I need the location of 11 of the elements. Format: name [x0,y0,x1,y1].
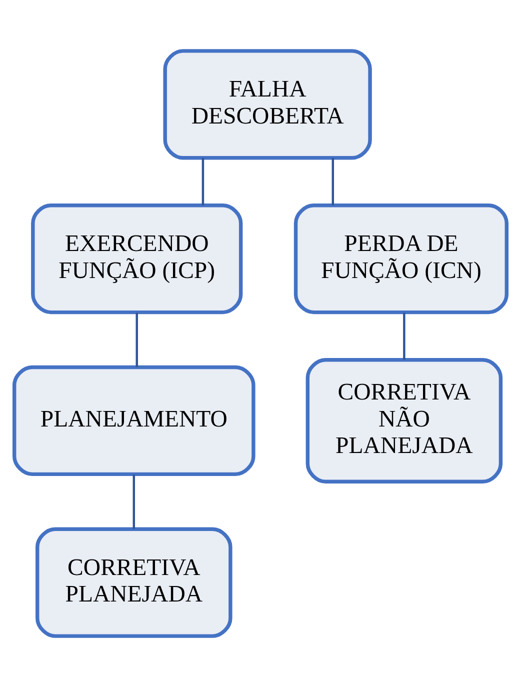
node-box: EXERCENDO FUNÇÃO (ICP) [31,204,243,314]
node-box: CORRETIVA NÃO PLANEJADA [306,358,503,484]
node-box: PERDA DE FUNÇÃO (ICN) [294,204,508,314]
connector [132,474,136,529]
node-box: CORRETIVA PLANEJADA [36,527,232,638]
connector [332,158,334,206]
node-box: PLANEJAMENTO [12,365,256,476]
connector [136,312,138,368]
connector [202,158,204,206]
node-box: FALHA DESCOBERTA [163,49,372,160]
connector [403,312,406,360]
